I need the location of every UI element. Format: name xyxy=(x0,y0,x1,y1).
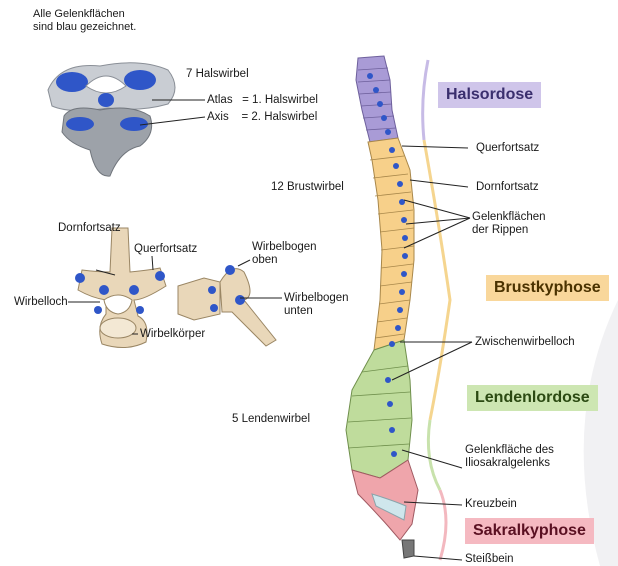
label-detail-querfortsatz: Querfortsatz xyxy=(134,243,197,256)
badge-halslordose: Halsordose xyxy=(438,82,541,108)
spine-illustration xyxy=(346,56,450,560)
label-gelenkflaechen-line1: Gelenkflächen xyxy=(472,211,546,224)
badge-sakralkyphose: Sakralkyphose xyxy=(465,518,594,544)
atlas-axis-illustration xyxy=(48,63,175,176)
badge-brustkyphose: Brustkyphose xyxy=(486,275,609,301)
badge-lendenlordose: Lendenlordose xyxy=(467,385,598,411)
label-iliosakral-line1: Gelenkfläche des xyxy=(465,444,554,457)
label-gelenkflaechen-line2: der Rippen xyxy=(472,224,546,237)
label-steissbein: Steißbein xyxy=(465,553,514,566)
label-wirbelbogen-unten-line1: Wirbelbogen xyxy=(284,292,349,305)
label-iliosakralgelenk: Gelenkfläche des Iliosakralgelenks xyxy=(465,444,554,470)
label-zwischenwirbelloch: Zwischenwirbelloch xyxy=(475,336,575,349)
label-wirbelbogen-unten-line2: unten xyxy=(284,305,349,318)
label-wirbelbogen-oben: Wirbelbogen oben xyxy=(252,241,317,267)
header-note: Alle Gelenkflächen sind blau gezeichnet. xyxy=(33,8,136,34)
label-wirbelbogen-oben-line2: oben xyxy=(252,254,317,267)
label-iliosakral-line2: Iliosakralgelenks xyxy=(465,457,554,470)
label-gelenkflaechen-rippen: Gelenkflächen der Rippen xyxy=(472,211,546,237)
label-wirbelkoerper: Wirbelkörper xyxy=(140,328,205,341)
label-detail-dornfortsatz: Dornfortsatz xyxy=(58,222,121,235)
label-spine-dornfortsatz: Dornfortsatz xyxy=(476,181,539,194)
label-wirbelbogen-unten: Wirbelbogen unten xyxy=(284,292,349,318)
label-atlas: Atlas = 1. Halswirbel xyxy=(207,94,318,107)
label-brustwirbel: 12 Brustwirbel xyxy=(271,181,344,194)
label-spine-querfortsatz: Querfortsatz xyxy=(476,142,539,155)
label-axis: Axis = 2. Halswirbel xyxy=(207,111,317,124)
label-wirbelloch: Wirbelloch xyxy=(14,296,68,309)
header-line-2: sind blau gezeichnet. xyxy=(33,21,136,34)
label-lendenwirbel: 5 Lendenwirbel xyxy=(232,413,310,426)
label-halswirbel: 7 Halswirbel xyxy=(186,68,249,81)
label-kreuzbein: Kreuzbein xyxy=(465,498,517,511)
header-line-1: Alle Gelenkflächen xyxy=(33,8,136,21)
label-wirbelbogen-oben-line1: Wirbelbogen xyxy=(252,241,317,254)
